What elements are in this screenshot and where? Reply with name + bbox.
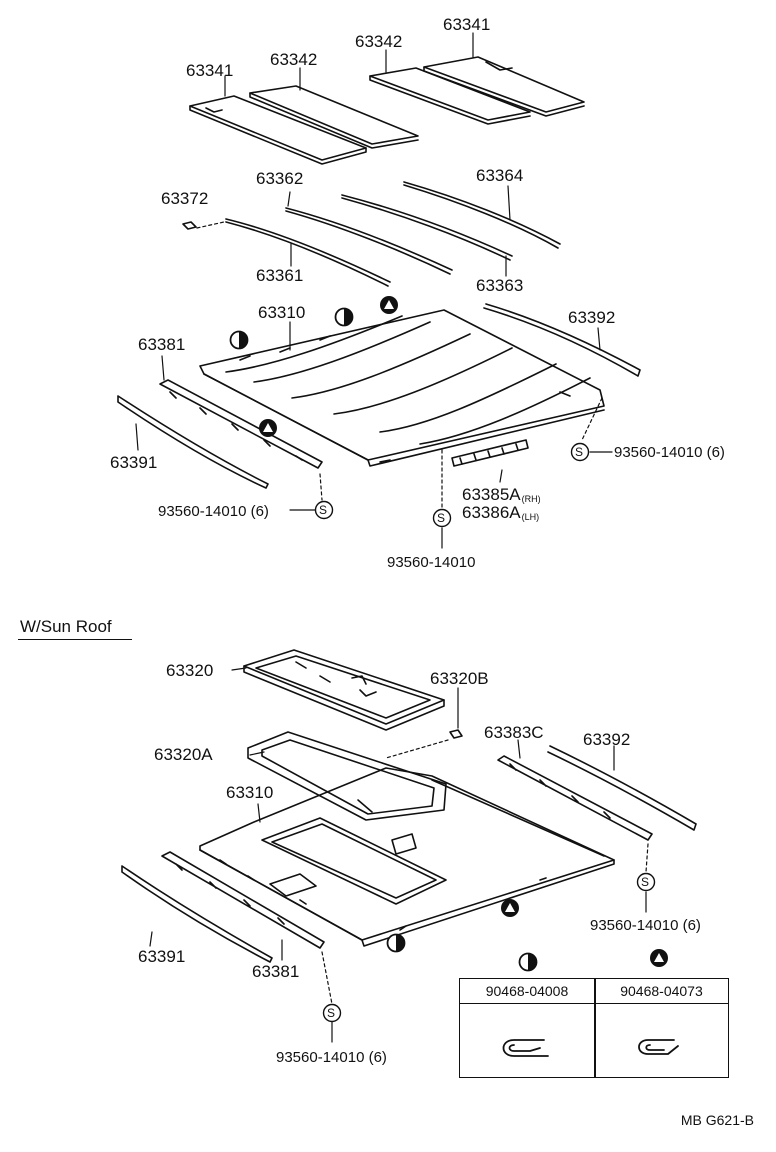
pad-63341-left — [189, 95, 367, 165]
screw-symbol: S — [575, 445, 584, 459]
label-screw-lower-bottom: 93560-14010 (6) — [276, 1049, 387, 1066]
diagram-code: MB G621-B — [680, 1112, 754, 1128]
screw-symbol: S — [437, 511, 446, 525]
label-63361: 63361 — [256, 266, 304, 285]
label-63342-right: 63342 — [355, 32, 403, 51]
retainer-63361 — [225, 218, 391, 287]
label-63362: 63362 — [256, 169, 304, 188]
symbols — [229, 296, 668, 1023]
label-63320b: 63320B — [430, 669, 489, 688]
label-screw-upper-left: 93560-14010 (6) — [158, 503, 269, 520]
bracket-63385a — [451, 439, 529, 467]
label-63386a: 63386A(LH) — [462, 503, 540, 522]
label-63391-lower: 63391 — [138, 947, 186, 966]
clip-reference-table: 90468-04008 90468-04073 — [459, 978, 729, 1078]
label-63341-right: 63341 — [443, 15, 491, 34]
label-screw-upper-center: 93560-14010 — [387, 554, 476, 571]
label-63391-upper: 63391 — [110, 453, 158, 472]
clip-shape-90468-04008 — [502, 1039, 549, 1057]
label-63341-left: 63341 — [186, 61, 234, 80]
pad-63341-right — [423, 56, 585, 117]
retainer-63362 — [285, 207, 453, 275]
label-63310-upper: 63310 — [258, 303, 306, 322]
clip-shape-90468-04073 — [638, 1039, 679, 1055]
headlining-63310-upper — [199, 309, 605, 467]
label-63392-lower: 63392 — [583, 730, 631, 749]
clip-col-triangle: 90468-04073 — [595, 979, 728, 1004]
label-screw-upper-right: 93560-14010 (6) — [614, 444, 725, 461]
screw-symbol: S — [319, 503, 328, 517]
label-63342-left: 63342 — [270, 50, 318, 69]
label-63381-upper: 63381 — [138, 335, 186, 354]
label-63320: 63320 — [166, 661, 214, 680]
label-63372: 63372 — [161, 189, 209, 208]
clip-table-divider — [594, 979, 596, 1077]
rail-63392-lower — [547, 745, 697, 831]
retainer-63364 — [403, 181, 561, 249]
molding-63391-lower — [121, 865, 273, 963]
label-63320a: 63320A — [154, 745, 213, 764]
clip-63320b — [449, 729, 463, 739]
clip-63372 — [182, 221, 197, 230]
rail-63381-lower — [161, 851, 325, 949]
sunshade-63320 — [243, 649, 445, 731]
screw-symbol: S — [327, 1006, 336, 1020]
headlining-63310-lower — [199, 767, 615, 947]
label-63383c: 63383C — [484, 723, 544, 742]
label-screw-lower-right: 93560-14010 (6) — [590, 917, 701, 934]
molding-63391-upper — [117, 395, 269, 489]
label-63381-lower: 63381 — [252, 962, 300, 981]
screw-symbol: S — [641, 875, 650, 889]
frame-63320a — [247, 731, 447, 821]
rail-63392-upper — [483, 303, 641, 377]
label-63392-upper: 63392 — [568, 308, 616, 327]
label-63363: 63363 — [476, 276, 524, 295]
section-title-sunroof: W/Sun Roof — [20, 617, 112, 636]
section-title-underline — [18, 639, 132, 640]
rail-63381-upper — [159, 379, 323, 469]
label-63310-lower: 63310 — [226, 783, 274, 802]
rail-63383c — [497, 755, 653, 841]
label-63385a: 63385A(RH) — [462, 485, 541, 504]
retainer-63363 — [341, 194, 513, 261]
clip-col-half-circle: 90468-04008 — [460, 979, 594, 1004]
label-63364: 63364 — [476, 166, 524, 185]
pad-63342-right — [369, 67, 531, 125]
pad-63342-left — [249, 85, 419, 149]
